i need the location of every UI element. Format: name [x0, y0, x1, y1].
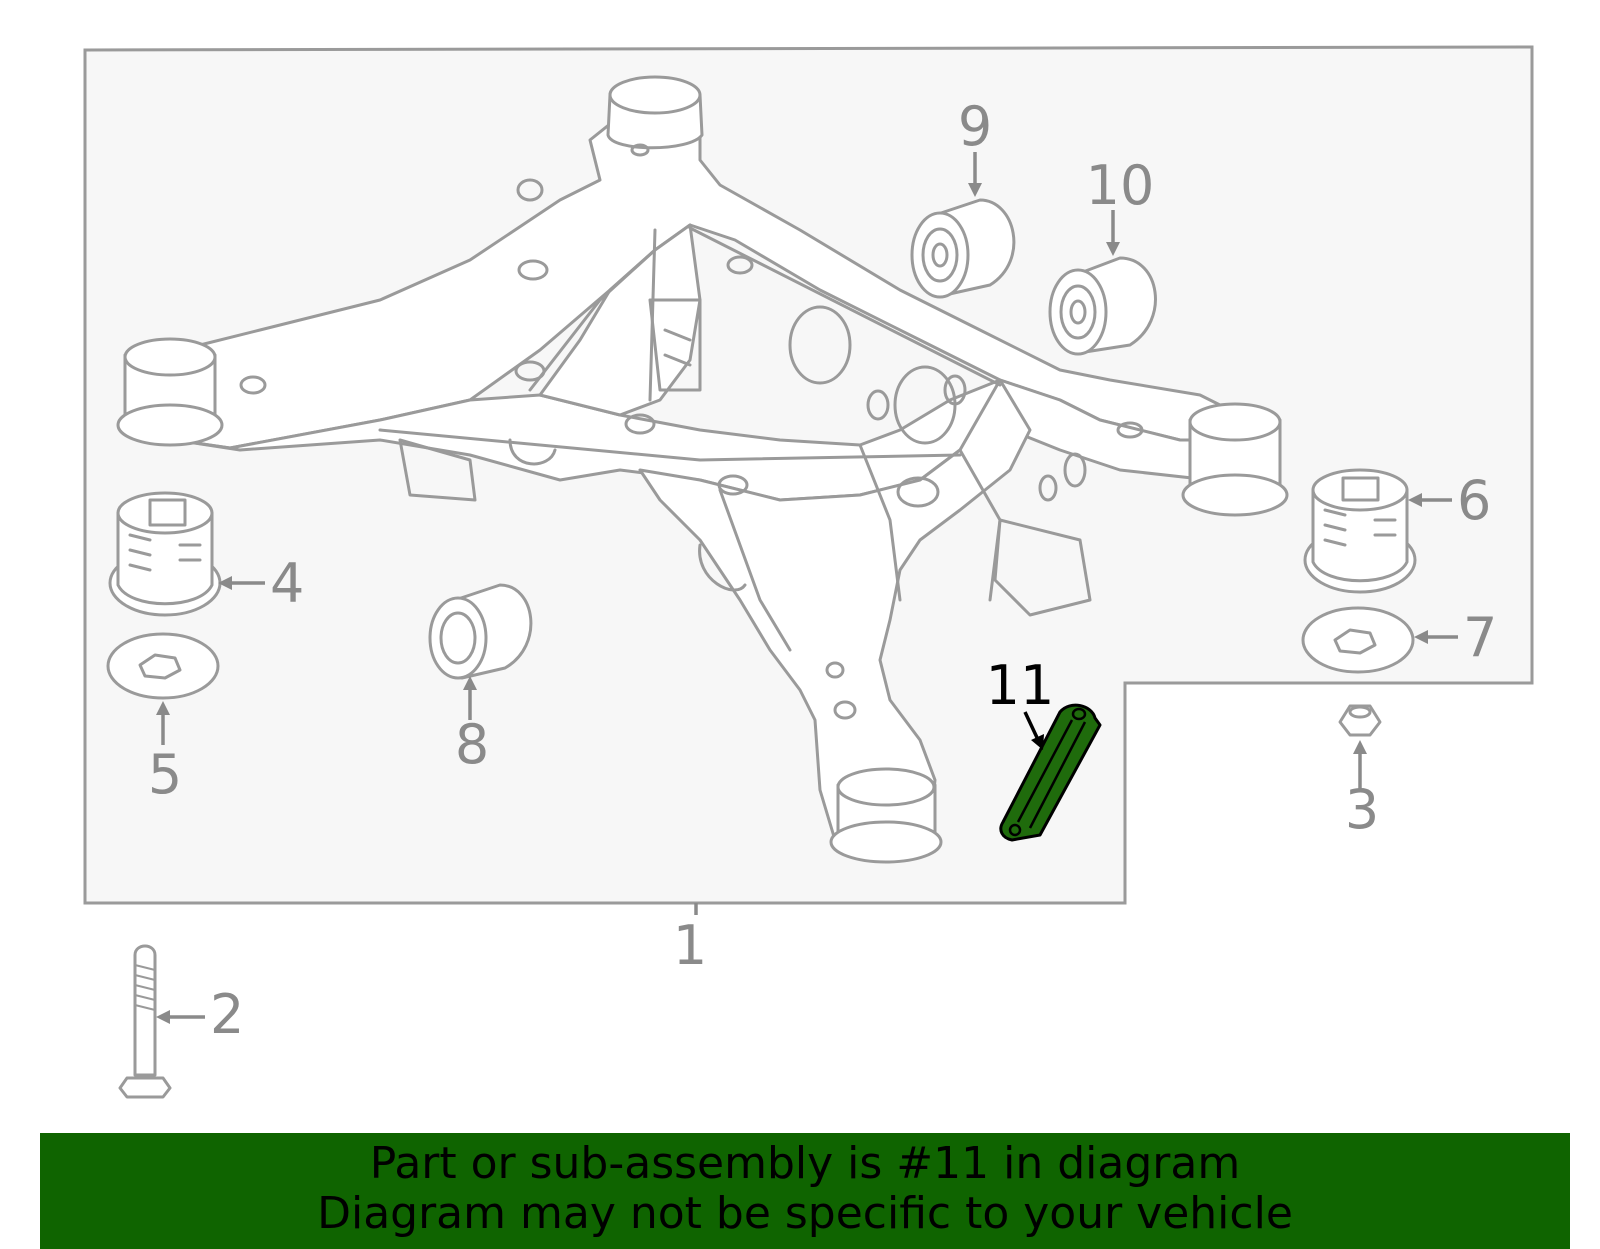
banner-line-1: Part or sub-assembly is #11 in diagram — [369, 1138, 1241, 1189]
mount-6 — [1303, 468, 1417, 594]
reinforcement-11 — [999, 703, 1102, 842]
subframe-drawing — [116, 75, 1289, 864]
callout-3: 3 — [1345, 778, 1379, 841]
bushing-8 — [428, 583, 533, 680]
bolt-2 — [118, 944, 172, 1099]
callout-6: 6 — [1457, 469, 1491, 532]
washer-7 — [1301, 606, 1415, 674]
bushing-10 — [1048, 256, 1157, 356]
nut-3 — [1338, 704, 1382, 737]
info-banner: Part or sub-assembly is #11 in diagram D… — [40, 1133, 1570, 1249]
callout-5: 5 — [148, 743, 182, 806]
mount-4 — [108, 491, 222, 617]
callout-arrows — [156, 152, 1458, 1024]
callout-8: 8 — [455, 713, 489, 776]
callout-2: 2 — [210, 983, 244, 1046]
callout-1: 1 — [673, 914, 707, 977]
washer-5 — [106, 632, 220, 700]
bushing-9 — [910, 198, 1016, 299]
callout-9: 9 — [958, 95, 992, 158]
callout-4: 4 — [270, 552, 304, 615]
callout-10: 10 — [1086, 154, 1155, 217]
callout-7: 7 — [1463, 606, 1497, 669]
callout-11: 11 — [986, 654, 1055, 717]
banner-line-2: Diagram may not be specific to your vehi… — [317, 1188, 1293, 1239]
